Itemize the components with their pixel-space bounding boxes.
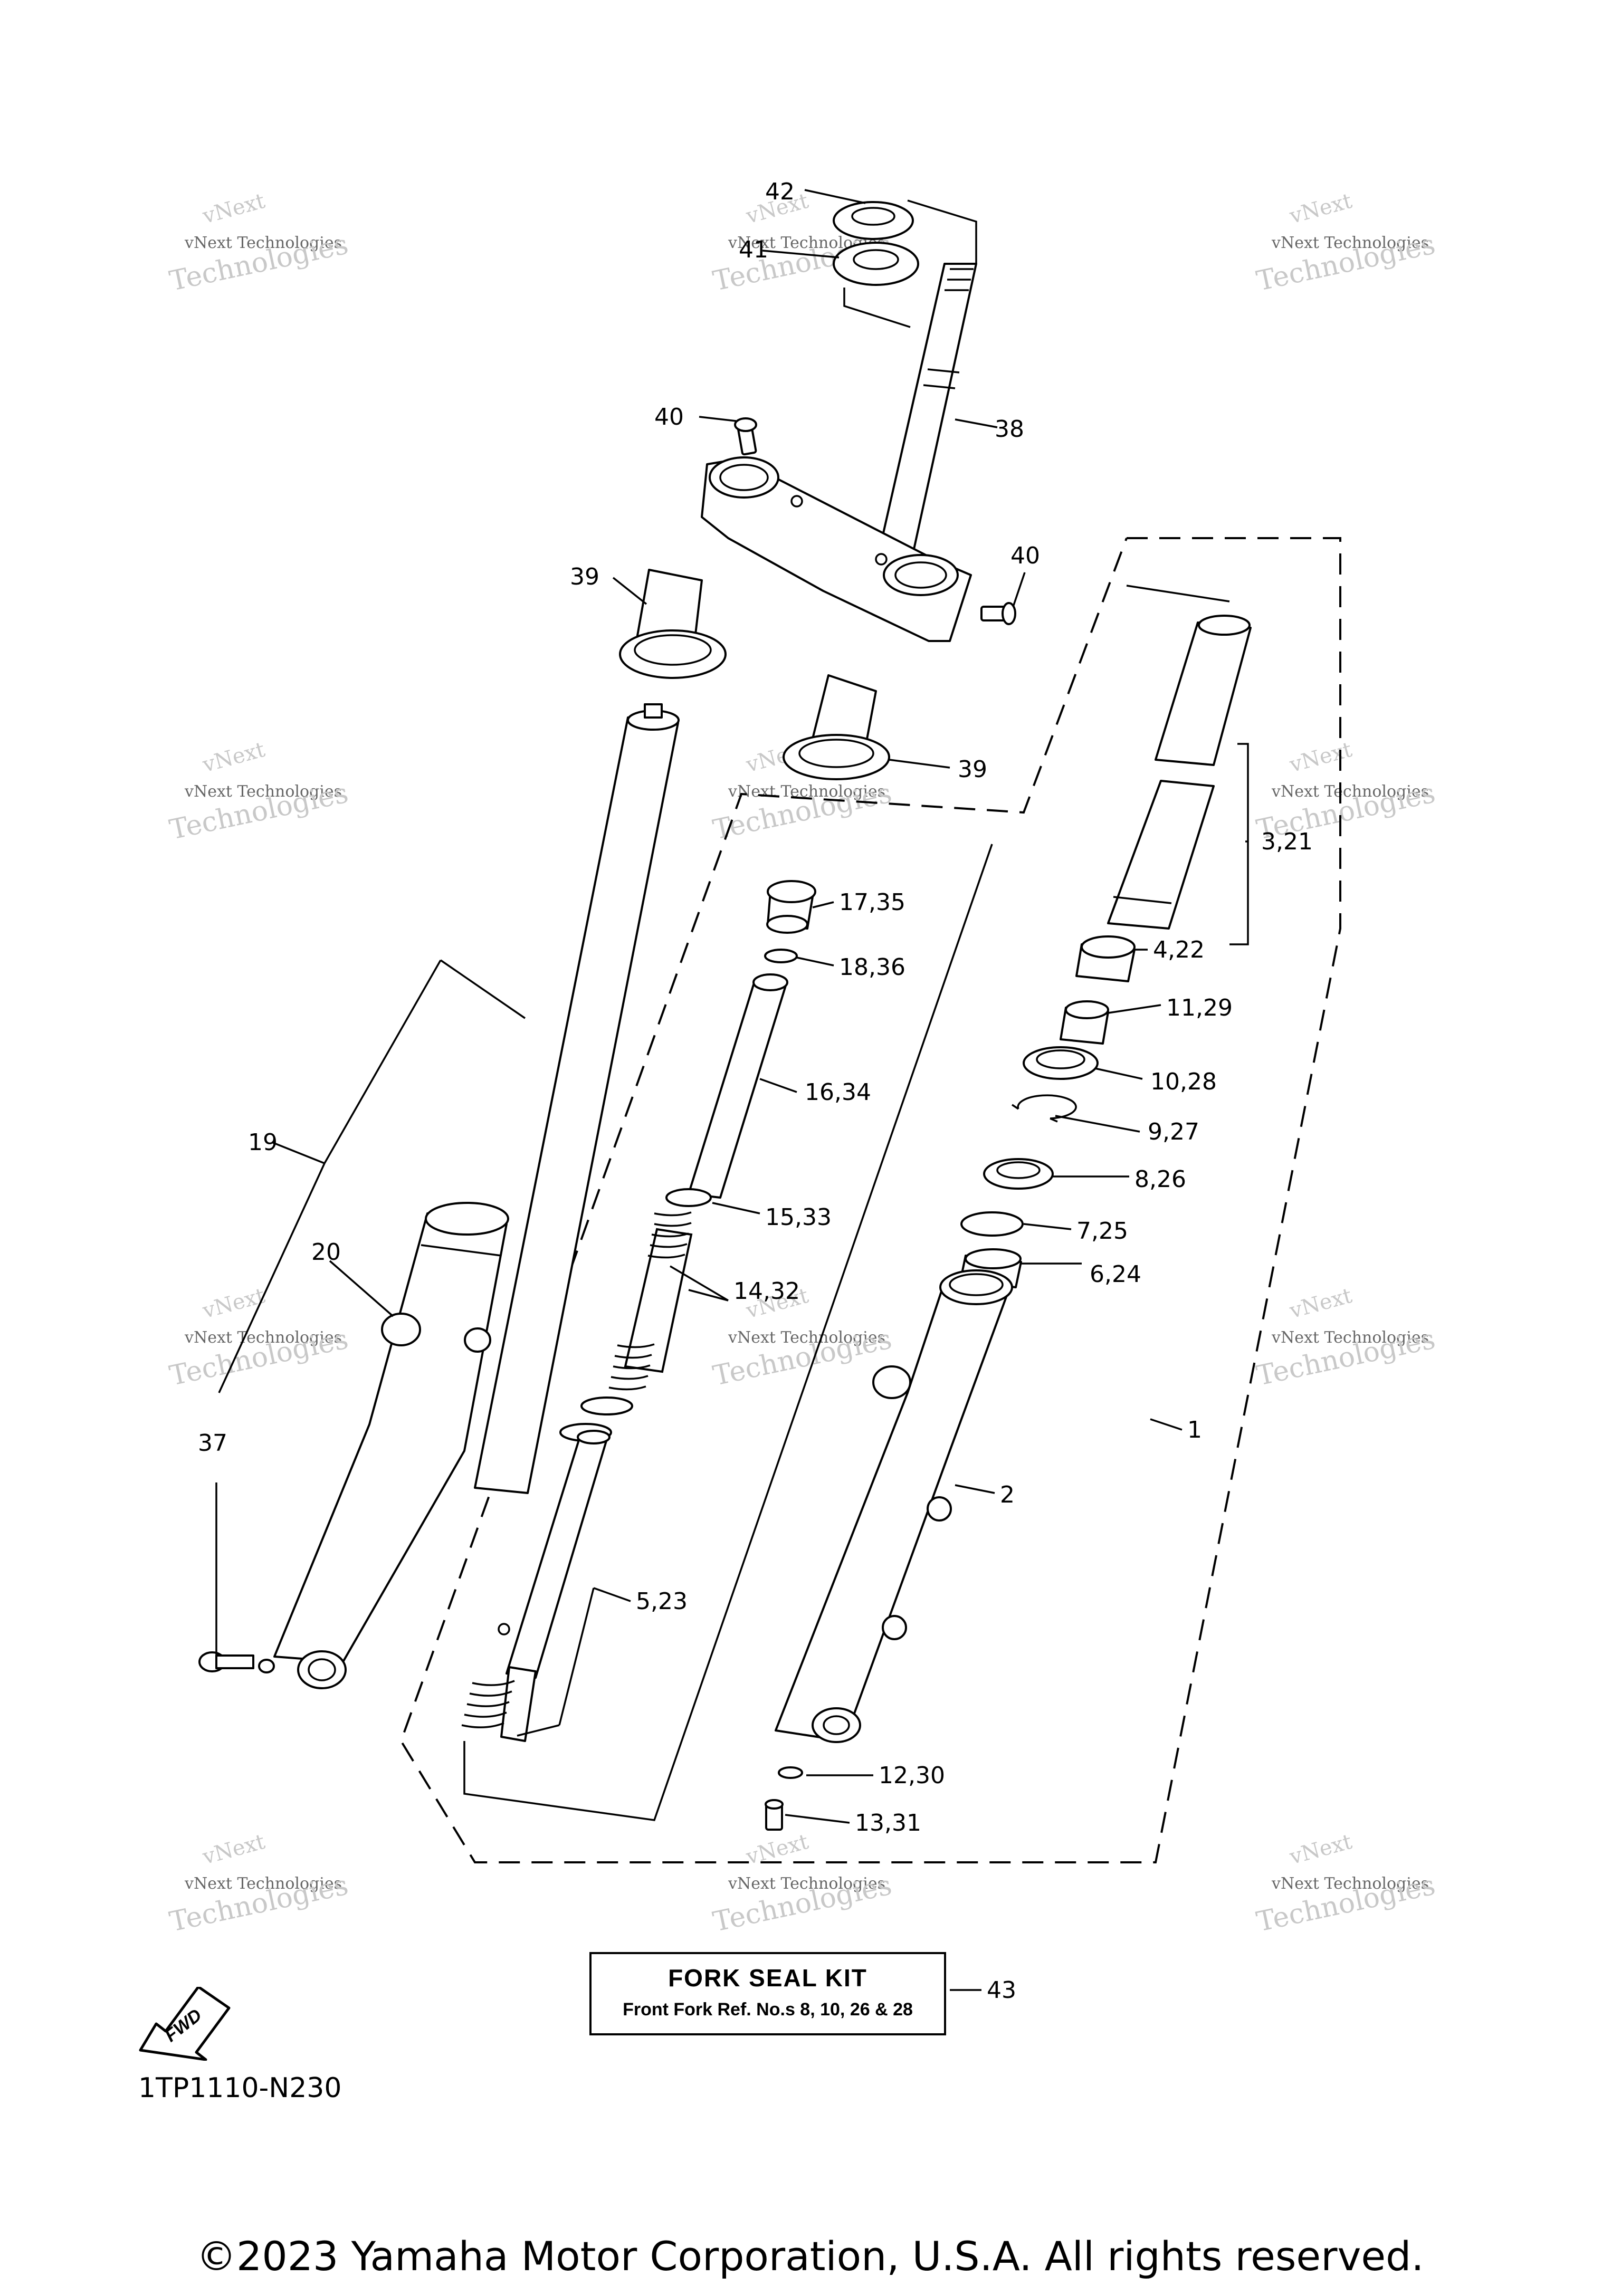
- fork-cover-part: [619, 569, 727, 679]
- svg-text:vNext Technologies: vNext Technologies: [184, 782, 342, 801]
- bolt-part: [734, 417, 757, 456]
- callout-7-25: 7,25: [1076, 1218, 1128, 1245]
- oil-seal-part: [1023, 1046, 1099, 1080]
- steering-stem-part: [878, 263, 977, 555]
- fork-seal-kit-box: FORK SEAL KIT Front Fork Ref. No.s 8, 10…: [589, 1952, 946, 2035]
- svg-text:vNext Technologies: vNext Technologies: [728, 1874, 885, 1893]
- svg-text:vNext: vNext: [199, 1284, 268, 1324]
- washer-part: [665, 1188, 712, 1207]
- watermark: vNext vNext Technologies Technologies: [167, 1830, 351, 1938]
- callout-38: 38: [995, 416, 1024, 443]
- watermark: vNext vNext Technologies Technologies: [1254, 1284, 1438, 1392]
- copyright-notice: ©2023 Yamaha Motor Corporation, U.S.A. A…: [196, 2233, 1424, 2280]
- drain-bolt-part: [765, 1799, 784, 1831]
- piston-ring-part: [580, 1396, 633, 1415]
- callout-39: 39: [570, 563, 599, 590]
- kit-title: FORK SEAL KIT: [668, 1964, 867, 1992]
- bearing-part: [833, 242, 919, 286]
- watermark: vNext vNext Technologies Technologies: [710, 1830, 894, 1938]
- svg-text:vNext: vNext: [1286, 1284, 1355, 1324]
- callout-13-31: 13,31: [855, 1810, 921, 1836]
- gasket-part: [778, 1766, 803, 1779]
- rebound-spring-part: [461, 1680, 515, 1728]
- callout-42: 42: [765, 178, 795, 205]
- callout-5-23: 5,23: [636, 1588, 688, 1615]
- callout-2: 2: [1000, 1481, 1015, 1508]
- fwd-arrow-icon: FWD: [139, 1987, 231, 2061]
- svg-text:vNext: vNext: [743, 1830, 811, 1870]
- svg-text:vNext Technologies: vNext Technologies: [1271, 1874, 1429, 1893]
- diagram-code: 1TP1110-N230: [138, 2072, 342, 2104]
- watermark: vNext vNext Technologies Technologies: [1254, 1830, 1438, 1938]
- callout-41: 41: [739, 236, 768, 263]
- bushing-part: [1060, 1000, 1109, 1045]
- callout-14-32: 14,32: [733, 1278, 800, 1305]
- spacer-part: [688, 973, 788, 1199]
- bolt-part: [198, 1651, 275, 1673]
- watermark: vNext vNext Technologies Technologies: [167, 189, 351, 298]
- svg-text:vNext Technologies: vNext Technologies: [1271, 1328, 1429, 1347]
- assembly-group-outline: [399, 537, 1341, 1863]
- fork-spring-part: [608, 1211, 693, 1391]
- circlip-part: [1012, 1094, 1077, 1123]
- under-bracket-part: [701, 456, 972, 642]
- leader-lines: [218, 189, 1248, 1991]
- svg-text:vNext Technologies: vNext Technologies: [184, 1874, 342, 1893]
- svg-text:vNext Technologies: vNext Technologies: [728, 1328, 885, 1347]
- callout-18-36: 18,36: [839, 954, 905, 981]
- callout-8-26: 8,26: [1134, 1166, 1186, 1193]
- bolt-part: [980, 602, 1016, 625]
- bearing-race-part: [833, 201, 914, 240]
- svg-text:vNext Technologies: vNext Technologies: [1271, 234, 1429, 252]
- watermark: vNext vNext Technologies Technologies: [167, 1284, 351, 1392]
- o-ring-part: [764, 949, 798, 963]
- callout-15-33: 15,33: [765, 1204, 832, 1231]
- dust-seal-part: [983, 1158, 1054, 1190]
- svg-text:vNext: vNext: [199, 1830, 268, 1870]
- svg-text:vNext: vNext: [199, 738, 268, 778]
- callout-40: 40: [654, 404, 684, 430]
- callout-3-21: 3,21: [1261, 828, 1313, 855]
- svg-text:vNext Technologies: vNext Technologies: [184, 1328, 342, 1347]
- callout-40: 40: [1010, 542, 1040, 569]
- callout-11-29: 11,29: [1166, 994, 1233, 1021]
- svg-text:vNext Technologies: vNext Technologies: [1271, 782, 1429, 801]
- callout-37: 37: [198, 1430, 227, 1457]
- svg-text:vNext Technologies: vNext Technologies: [184, 234, 342, 252]
- fork-cover-part: [783, 674, 890, 780]
- callout-43: 43: [987, 1977, 1016, 2004]
- callout-10-28: 10,28: [1150, 1068, 1217, 1095]
- svg-text:vNext: vNext: [199, 189, 268, 229]
- damper-rod-part: [498, 1430, 611, 1742]
- callout-17-35: 17,35: [839, 889, 905, 916]
- callout-4-22: 4,22: [1153, 936, 1205, 963]
- fork-assembly-left-part: [273, 703, 680, 1689]
- watermark: vNext vNext Technologies Technologies: [1254, 189, 1438, 298]
- outer-tube-part: [775, 1269, 1013, 1743]
- inner-tube-part: [1107, 615, 1252, 930]
- svg-text:vNext: vNext: [1286, 189, 1355, 229]
- callout-labels: 42 41 38 40 40 39 39 3,21 17,35 18,36 4,…: [198, 178, 1313, 2004]
- svg-text:vNext: vNext: [1286, 1830, 1355, 1870]
- callout-9-27: 9,27: [1148, 1118, 1199, 1145]
- callout-19: 19: [248, 1129, 278, 1156]
- callout-6-24: 6,24: [1090, 1261, 1141, 1288]
- cap-bolt-part: [766, 880, 816, 934]
- callout-16-34: 16,34: [805, 1079, 871, 1106]
- callout-12-30: 12,30: [879, 1762, 945, 1789]
- svg-text:vNext: vNext: [1286, 738, 1355, 778]
- watermark: vNext vNext Technologies Technologies: [167, 738, 351, 846]
- callout-1: 1: [1187, 1417, 1202, 1443]
- bushing-part: [1075, 935, 1136, 982]
- callout-39: 39: [958, 756, 987, 783]
- kit-subtitle: Front Fork Ref. No.s 8, 10, 26 & 28: [623, 2000, 913, 2020]
- callout-20: 20: [311, 1239, 341, 1266]
- washer-part: [960, 1211, 1024, 1237]
